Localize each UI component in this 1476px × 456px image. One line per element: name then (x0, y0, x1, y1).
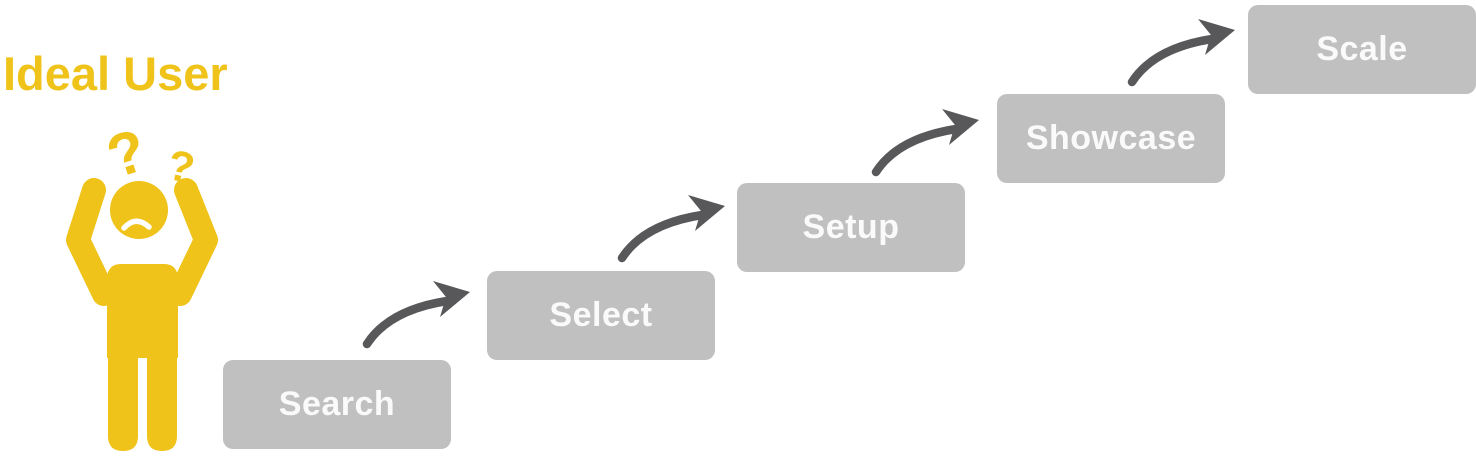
arrow-select-to-setup (622, 195, 725, 258)
step-box-showcase: Showcase (997, 94, 1225, 183)
question-mark-large-icon: ? (99, 116, 155, 191)
page-title: Ideal User (3, 47, 228, 100)
step-label-select: Select (549, 296, 653, 334)
arrow-setup-to-showcase (876, 109, 979, 172)
person-torso (107, 264, 178, 358)
person-right-leg (147, 340, 177, 451)
step-box-search: Search (223, 360, 451, 449)
person-frown-mouth (121, 218, 152, 231)
step-box-setup: Setup (737, 183, 965, 272)
step-label-showcase: Showcase (1025, 119, 1197, 157)
arrow-search-to-select (367, 281, 470, 344)
person-left-leg (108, 340, 138, 451)
step-label-scale: Scale (1316, 30, 1408, 68)
step-box-scale: Scale (1248, 5, 1476, 94)
person-right-arm (168, 178, 218, 306)
step-label-search: Search (278, 385, 396, 423)
person-left-arm (66, 178, 116, 306)
step-label-setup: Setup (802, 208, 900, 246)
arrow-showcase-to-scale (1132, 19, 1235, 82)
confused-person-figure: ? ? (66, 116, 218, 451)
step-box-select: Select (487, 271, 715, 360)
